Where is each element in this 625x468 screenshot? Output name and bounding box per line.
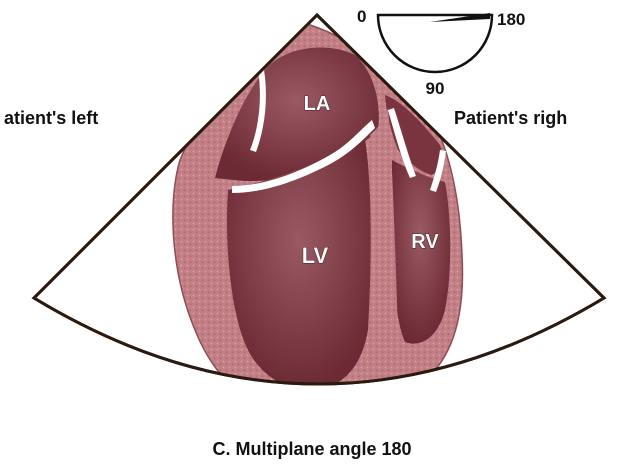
angle-label-start: 0 <box>357 7 366 26</box>
label-lv: LV <box>302 243 329 268</box>
label-la: LA <box>304 93 331 115</box>
label-patient-right: Patient's righ <box>454 108 567 128</box>
angle-label-end: 180 <box>497 10 525 29</box>
label-patient-left: atient's left <box>4 108 98 128</box>
label-rv: RV <box>411 231 439 253</box>
angle-label-mid: 90 <box>426 79 445 98</box>
angle-semicircle <box>378 15 492 72</box>
caption: C. Multiplane angle 180 <box>212 439 411 459</box>
